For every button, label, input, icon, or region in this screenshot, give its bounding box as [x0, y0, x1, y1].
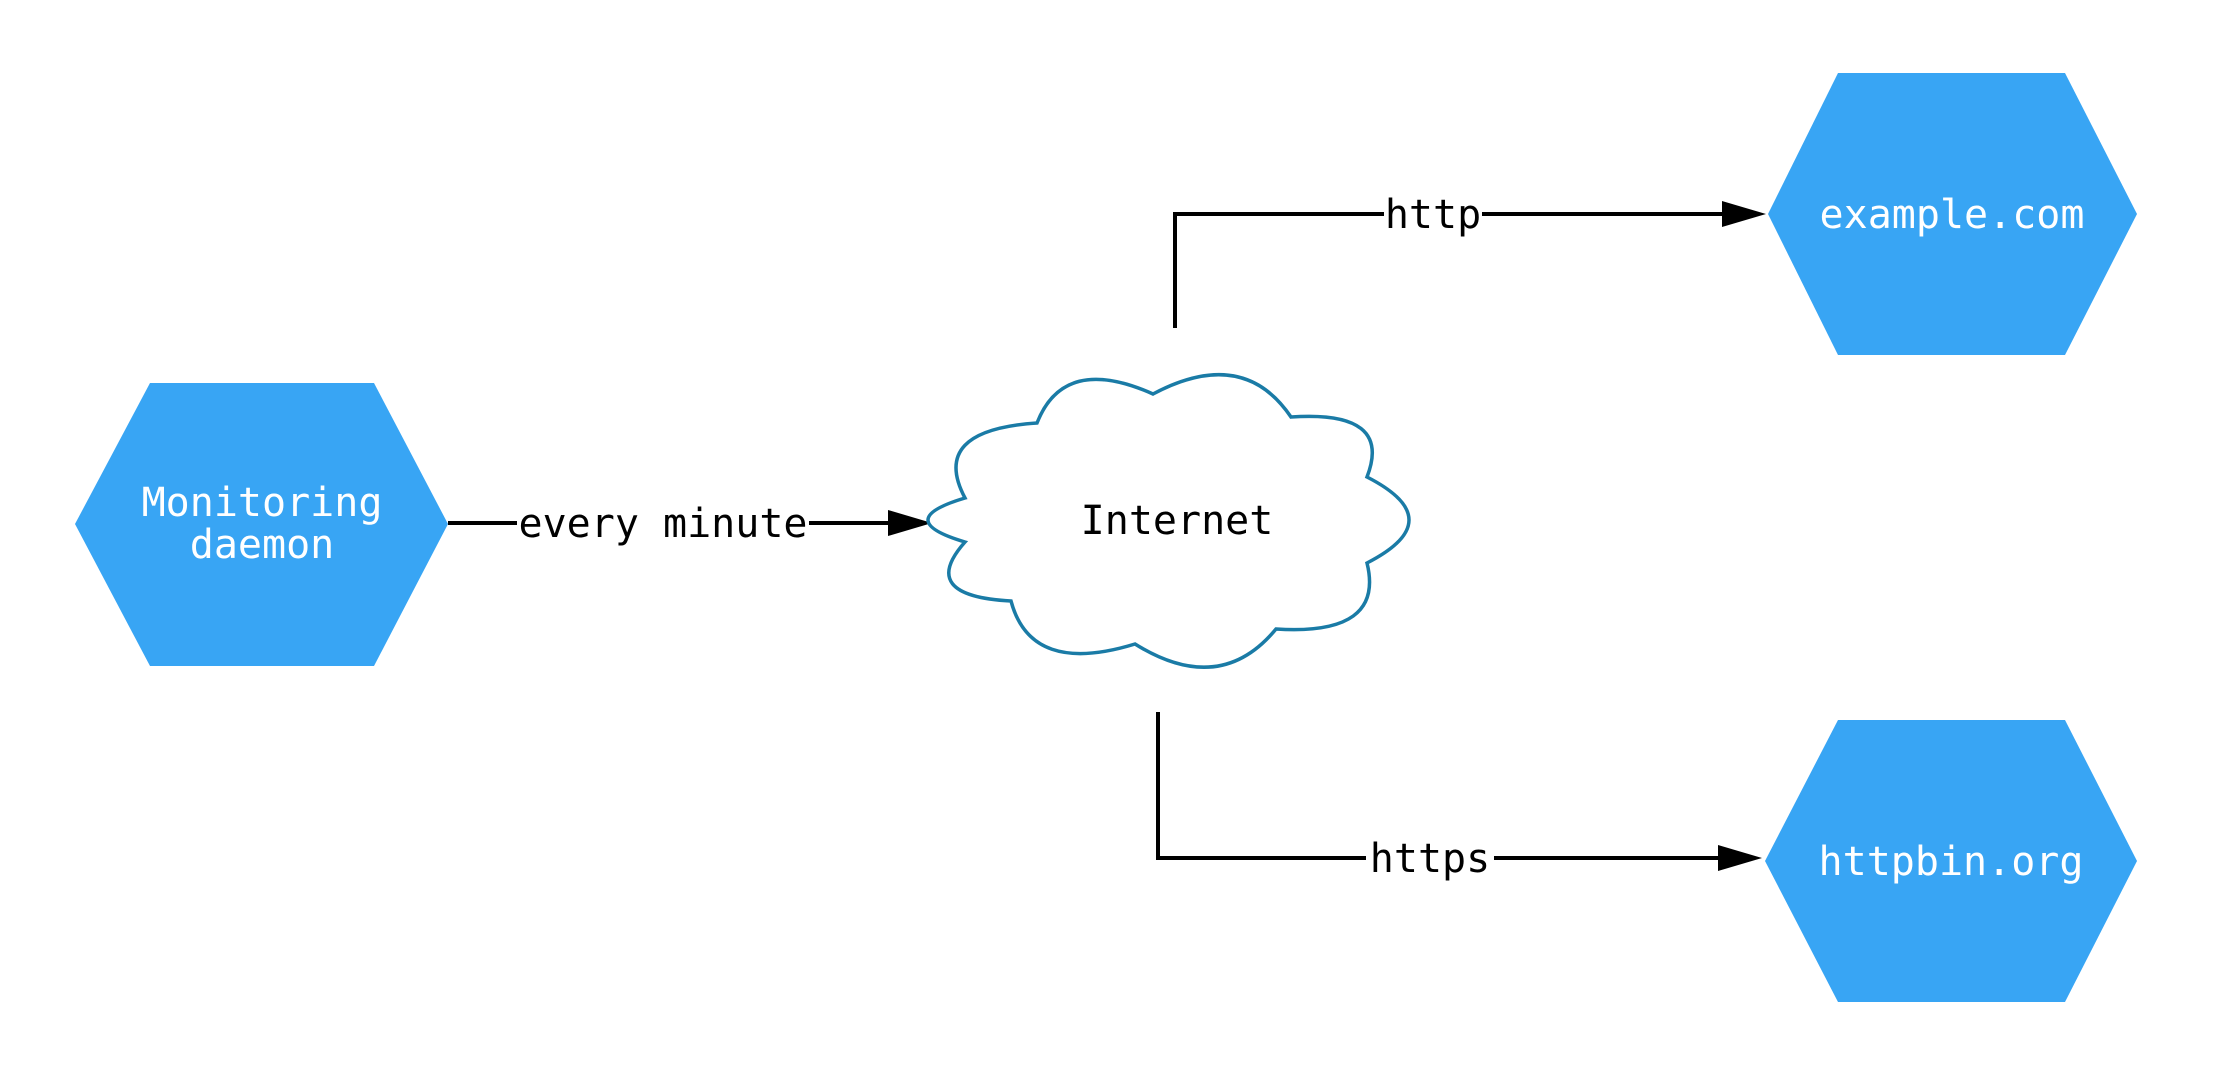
edge-every-minute: every minute: [448, 501, 932, 547]
edge-line-segment: [1156, 712, 1366, 860]
node-label-internet: Internet: [1081, 498, 1274, 544]
edge-label-http: http: [1385, 192, 1481, 238]
edge-label-every-minute: every minute: [519, 501, 808, 547]
edge-https: https: [1156, 712, 1762, 882]
node-example-com: example.com: [1768, 73, 2137, 355]
node-label-example-com: example.com: [1820, 192, 2085, 238]
node-httpbin-org: httpbin.org: [1765, 720, 2137, 1002]
hexagon-shape: [1768, 73, 2137, 355]
hexagon-shape: [75, 383, 448, 666]
node-label-httpbin-org: httpbin.org: [1819, 839, 2084, 885]
hexagon-shape: [1765, 720, 2137, 1002]
arrowhead-icon: [1722, 201, 1766, 227]
node-internet-cloud: Internet: [926, 372, 1411, 669]
node-label-daemon: daemon: [190, 522, 335, 568]
edge-line-segment: [1173, 212, 1384, 328]
arrowhead-icon: [1718, 845, 1762, 871]
node-label-monitoring: Monitoring: [142, 480, 383, 526]
node-monitoring-daemon: Monitoring daemon: [75, 383, 448, 666]
cloud-shape: [926, 372, 1411, 669]
arrowhead-icon: [888, 510, 932, 536]
edge-label-https: https: [1370, 836, 1490, 882]
edge-http: http: [1173, 192, 1766, 328]
